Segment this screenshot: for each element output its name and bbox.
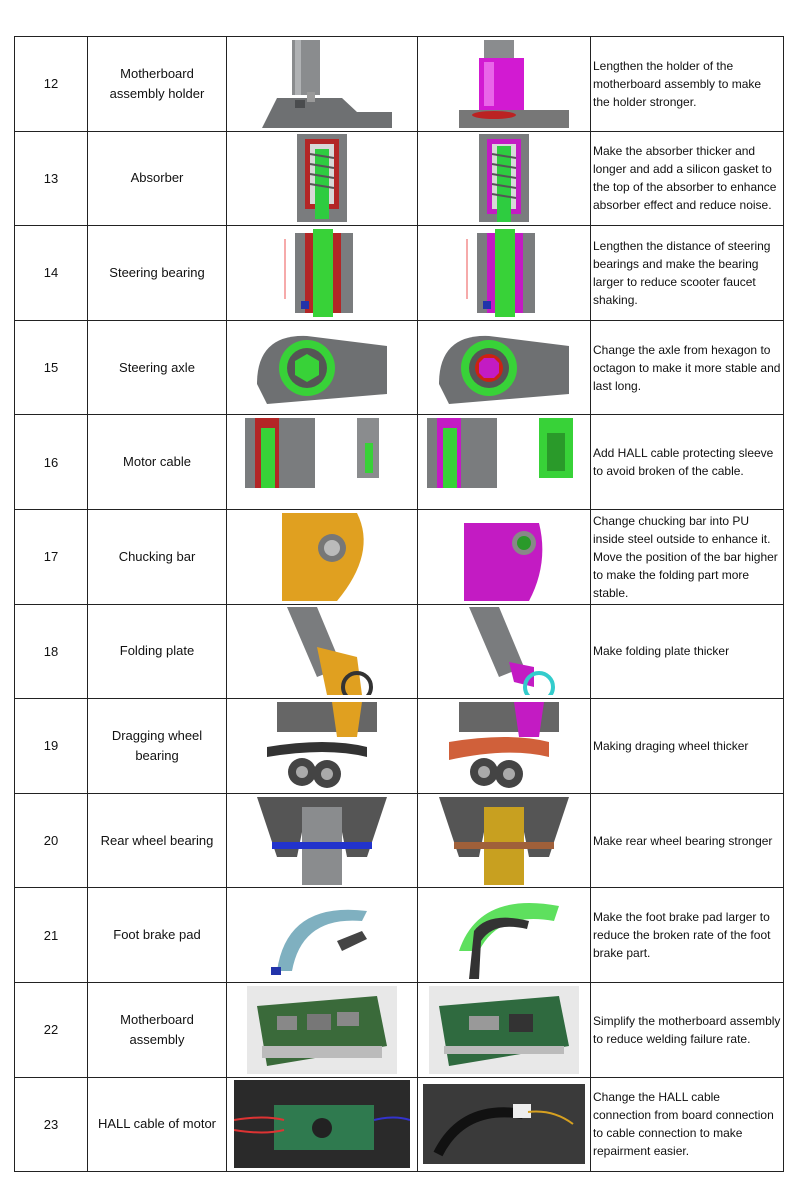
- row-number: 17: [14, 508, 88, 605]
- part-name: Steering axle: [87, 319, 227, 416]
- chucking-bar-before-icon: [226, 508, 418, 605]
- part-name: Motherboard assembly: [87, 981, 227, 1078]
- table-row: 23 HALL cable of motor Ch: [14, 1076, 784, 1173]
- improvement-description: Simplify the motherboard assembly to red…: [590, 981, 784, 1078]
- rear-wheel-before-icon: [226, 792, 418, 889]
- improvement-description: Change the axle from hexagon to octagon …: [590, 319, 784, 416]
- improvement-description: Add HALL cable protecting sleeve to avoi…: [590, 414, 784, 510]
- table-row: 20 Rear wheel bearing Make rear wheel be…: [14, 792, 784, 889]
- part-name: HALL cable of motor: [87, 1076, 227, 1173]
- table-row: 13 Absorber Ma: [14, 130, 784, 227]
- motherboard-before-icon: [226, 981, 418, 1078]
- part-name: Steering bearing: [87, 225, 227, 321]
- improvement-description: Lengthen the holder of the motherboard a…: [590, 36, 784, 132]
- improvement-table-container: 12 Motherboard assembly holder: [14, 36, 784, 1173]
- absorber-after-icon: [417, 130, 591, 227]
- row-number: 18: [14, 603, 88, 700]
- table-row: 17 Chucking bar Change chucking bar into…: [14, 508, 784, 605]
- dragging-wheel-after-icon: [417, 698, 591, 794]
- table-row: 19 Dragging wheel bearing: [14, 698, 784, 794]
- motor-cable-before-icon: [226, 414, 418, 510]
- improvement-description: Make rear wheel bearing stronger: [590, 792, 784, 889]
- row-number: 13: [14, 130, 88, 227]
- row-number: 23: [14, 1076, 88, 1173]
- improvement-description: Make the foot brake pad larger to reduce…: [590, 887, 784, 983]
- table-row: 15 Steering axle Change t: [14, 319, 784, 416]
- steering-bearing-after-icon: [417, 225, 591, 321]
- part-name: Motherboard assembly holder: [87, 36, 227, 132]
- part-name: Absorber: [87, 130, 227, 227]
- row-number: 22: [14, 981, 88, 1078]
- improvement-description: Make folding plate thicker: [590, 603, 784, 700]
- table-row: 21 Foot brake pad Make the foot brake pa…: [14, 887, 784, 983]
- hall-cable-before-icon: [226, 1076, 418, 1173]
- rear-wheel-after-icon: [417, 792, 591, 889]
- table-row: 16 Motor cable: [14, 414, 784, 510]
- improvement-description: Make the absorber thicker and longer and…: [590, 130, 784, 227]
- table-row: 14 Steering bearing: [14, 225, 784, 321]
- improvement-description: Change chucking bar into PU inside steel…: [590, 508, 784, 605]
- table-row: 12 Motherboard assembly holder: [14, 36, 784, 132]
- part-name: Folding plate: [87, 603, 227, 700]
- brake-pad-after-icon: [417, 887, 591, 983]
- hall-cable-after-icon: [417, 1076, 591, 1173]
- steering-bearing-before-icon: [226, 225, 418, 321]
- improvement-description: Lengthen the distance of steering bearin…: [590, 225, 784, 321]
- steering-axle-after-icon: [417, 319, 591, 416]
- holder-before-icon: [226, 36, 418, 132]
- improvement-description: Making draging wheel thicker: [590, 698, 784, 794]
- row-number: 16: [14, 414, 88, 510]
- row-number: 20: [14, 792, 88, 889]
- chucking-bar-after-icon: [417, 508, 591, 605]
- improvement-table: 12 Motherboard assembly holder: [14, 36, 784, 1173]
- dragging-wheel-before-icon: [226, 698, 418, 794]
- row-number: 14: [14, 225, 88, 321]
- folding-plate-before-icon: [226, 603, 418, 700]
- part-name: Foot brake pad: [87, 887, 227, 983]
- part-name: Chucking bar: [87, 508, 227, 605]
- folding-plate-after-icon: [417, 603, 591, 700]
- steering-axle-before-icon: [226, 319, 418, 416]
- brake-pad-before-icon: [226, 887, 418, 983]
- row-number: 21: [14, 887, 88, 983]
- row-number: 19: [14, 698, 88, 794]
- part-name: Dragging wheel bearing: [87, 698, 227, 794]
- part-name: Motor cable: [87, 414, 227, 510]
- motherboard-after-icon: [417, 981, 591, 1078]
- table-row: 22 Motherboard assembly: [14, 981, 784, 1078]
- row-number: 15: [14, 319, 88, 416]
- table-row: 18 Folding plate Make folding plate thic…: [14, 603, 784, 700]
- part-name: Rear wheel bearing: [87, 792, 227, 889]
- row-number: 12: [14, 36, 88, 132]
- motor-cable-after-icon: [417, 414, 591, 510]
- holder-after-icon: [417, 36, 591, 132]
- improvement-description: Change the HALL cable connection from bo…: [590, 1076, 784, 1173]
- absorber-before-icon: [226, 130, 418, 227]
